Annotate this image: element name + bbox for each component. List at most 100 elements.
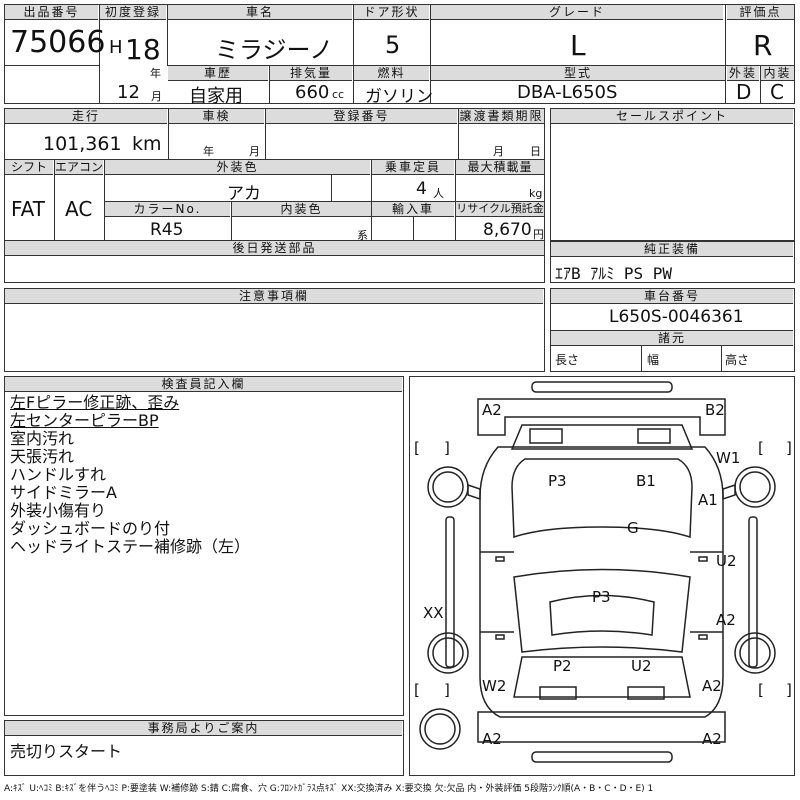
inspection-month-unit: 月 [249,145,260,158]
note-line: サイドミラーA [10,483,117,502]
note-line: ダッシュボードのり付 [10,519,171,538]
lot-number-label: 出品番号 [5,5,98,20]
door-label: ドア形状 [354,5,429,20]
chassis-label: 車台番号 [551,289,793,304]
equipment-box: 純正装備 ｴｱB ｱﾙﾐ PS PW [550,241,795,283]
history: 自家用 [189,86,243,107]
exterior-label: 外装 [727,66,759,81]
history-label: 車歴 [168,66,268,81]
car-diagram-box: [ ] [ ] [ ] [ ] A2 B2 W1 P3 B1 A1 G U2 P… [409,376,795,776]
mark-roof-left: P3 [548,472,567,490]
mark-rear-bumper-right: A2 [702,730,722,748]
header-box: 出品番号 初度登録 車名 ドア形状 グレード 評価点 75066 H 18 年 … [4,4,795,107]
color-no-label: カラーNo. [105,202,230,217]
color-label: 外装色 [105,160,370,175]
first-reg-label: 初度登録 [100,5,166,20]
mark-right-rear-quarter: A2 [702,677,722,695]
later-parts-label: 後日発送部品 [5,241,544,256]
shift: FAT [11,197,46,221]
reg-era: H [109,37,123,58]
svg-text:[: [ [414,681,420,699]
reg-month: 12 [117,82,140,103]
mark-right-rear: A2 [716,611,736,629]
mileage: 101,361 [43,133,122,155]
score-label: 評価点 [727,5,794,20]
sales-points-label: セールスポイント [551,109,793,124]
capacity: 4 [416,179,427,199]
interior-color-label: 内装色 [232,202,371,217]
lot-number: 75066 [10,25,106,60]
interior-color-unit: 系 [357,229,368,242]
note-line: 室内汚れ [10,429,75,448]
recycle-label: リサイクル預託金 [456,202,544,217]
mark-rear-left: P2 [553,657,572,675]
transfer-day-unit: 日 [530,145,541,158]
cautions-label: 注意事項欄 [5,289,543,304]
inspector-box: 検査員記入欄 左Fピラー修正跡、歪み 左センターピラーBP 室内汚れ 天張汚れ … [4,376,404,716]
interior-grade: C [770,80,784,104]
car-name-label: 車名 [168,5,352,20]
capacity-unit: 人 [433,187,444,200]
note-line: 天張汚れ [10,447,75,466]
fuel: ガソリン [365,87,433,107]
transfer-label: 譲渡書類期限 [459,109,544,124]
shift-label: シフト [5,160,53,175]
mileage-label: 走行 [5,109,167,124]
note-line: 外装小傷有り [10,501,107,520]
mark-glass: G [627,519,639,537]
grade-label: グレード [431,5,723,20]
mark-front-right: B2 [705,401,725,419]
inspection-label: 車検 [169,109,264,124]
office-box: 事務局よりご案内 売切りスタート [4,720,404,776]
specs-box: 走行 車検 登録番号 譲渡書類期限 101,361 km 年 月 月 日 シフト… [4,108,545,283]
mark-front-left: A2 [482,401,502,419]
import-label: 輸入車 [372,202,454,217]
color: アカ [227,184,261,204]
fuel-label: 燃料 [354,66,429,81]
inspector-label: 検査員記入欄 [5,377,402,392]
transfer-month-unit: 月 [493,145,504,158]
max-load-unit: kg [529,187,543,200]
chassis-number: L650S-0046361 [609,307,744,327]
grade: L [570,29,586,62]
note-line: 左Fピラー修正跡、歪み [10,393,180,412]
car-name: ミラジーノ [215,36,334,64]
legend: A:ｷｽﾞ U:ﾍｺﾐ B:ｷｽﾞを伴うﾍｺﾐ P:要塗装 W:補修跡 S:錆 … [4,784,654,794]
note-line: 左センターピラーBP [10,411,159,430]
mark-rear-bumper-left: A2 [482,730,502,748]
width-label: 幅 [647,353,660,367]
max-load-label: 最大積載量 [456,160,544,175]
svg-text:[: [ [758,681,764,699]
mark-left-rear: XX [423,604,444,622]
ac: AC [65,197,93,221]
displacement-label: 排気量 [270,66,352,81]
office-label: 事務局よりご案内 [5,721,402,736]
chassis-box: 車台番号 L650S-0046361 諸元 長さ 幅 高さ [550,288,795,372]
svg-text:]: ] [444,681,450,699]
exterior-grade: D [736,80,752,104]
mark-hatch: P3 [592,588,611,606]
model-code: DBA-L650S [517,82,618,103]
mark-left-rear-quarter: W2 [482,677,506,695]
capacity-label: 乗車定員 [372,160,454,175]
car-diagram: [ ] [ ] [ ] [ ] A2 B2 W1 P3 B1 A1 G U2 P… [414,381,792,763]
equipment-value: ｴｱB ｱﾙﾐ PS PW [555,264,673,283]
office-message: 売切りスタート [10,742,123,761]
equipment-label: 純正装備 [551,242,793,257]
cautions-box: 注意事項欄 [4,288,545,372]
model-code-label: 型式 [431,66,725,81]
recycle-amount: 8,670 [483,220,532,240]
mark-right-front-fender: W1 [716,449,740,467]
svg-text:[: [ [758,439,764,457]
svg-text:]: ] [444,439,450,457]
mileage-unit: km [132,133,162,155]
sales-points-box: セールスポイント [550,108,795,241]
doors: 5 [385,31,401,59]
reg-month-unit: 月 [151,90,162,103]
color-no: R45 [150,220,184,240]
length-label: 長さ [555,353,580,367]
mark-right-rear-door: U2 [716,552,737,570]
ac-label: エアコン [55,160,104,175]
inspection-year-unit: 年 [203,145,214,158]
height-label: 高さ [725,353,750,367]
